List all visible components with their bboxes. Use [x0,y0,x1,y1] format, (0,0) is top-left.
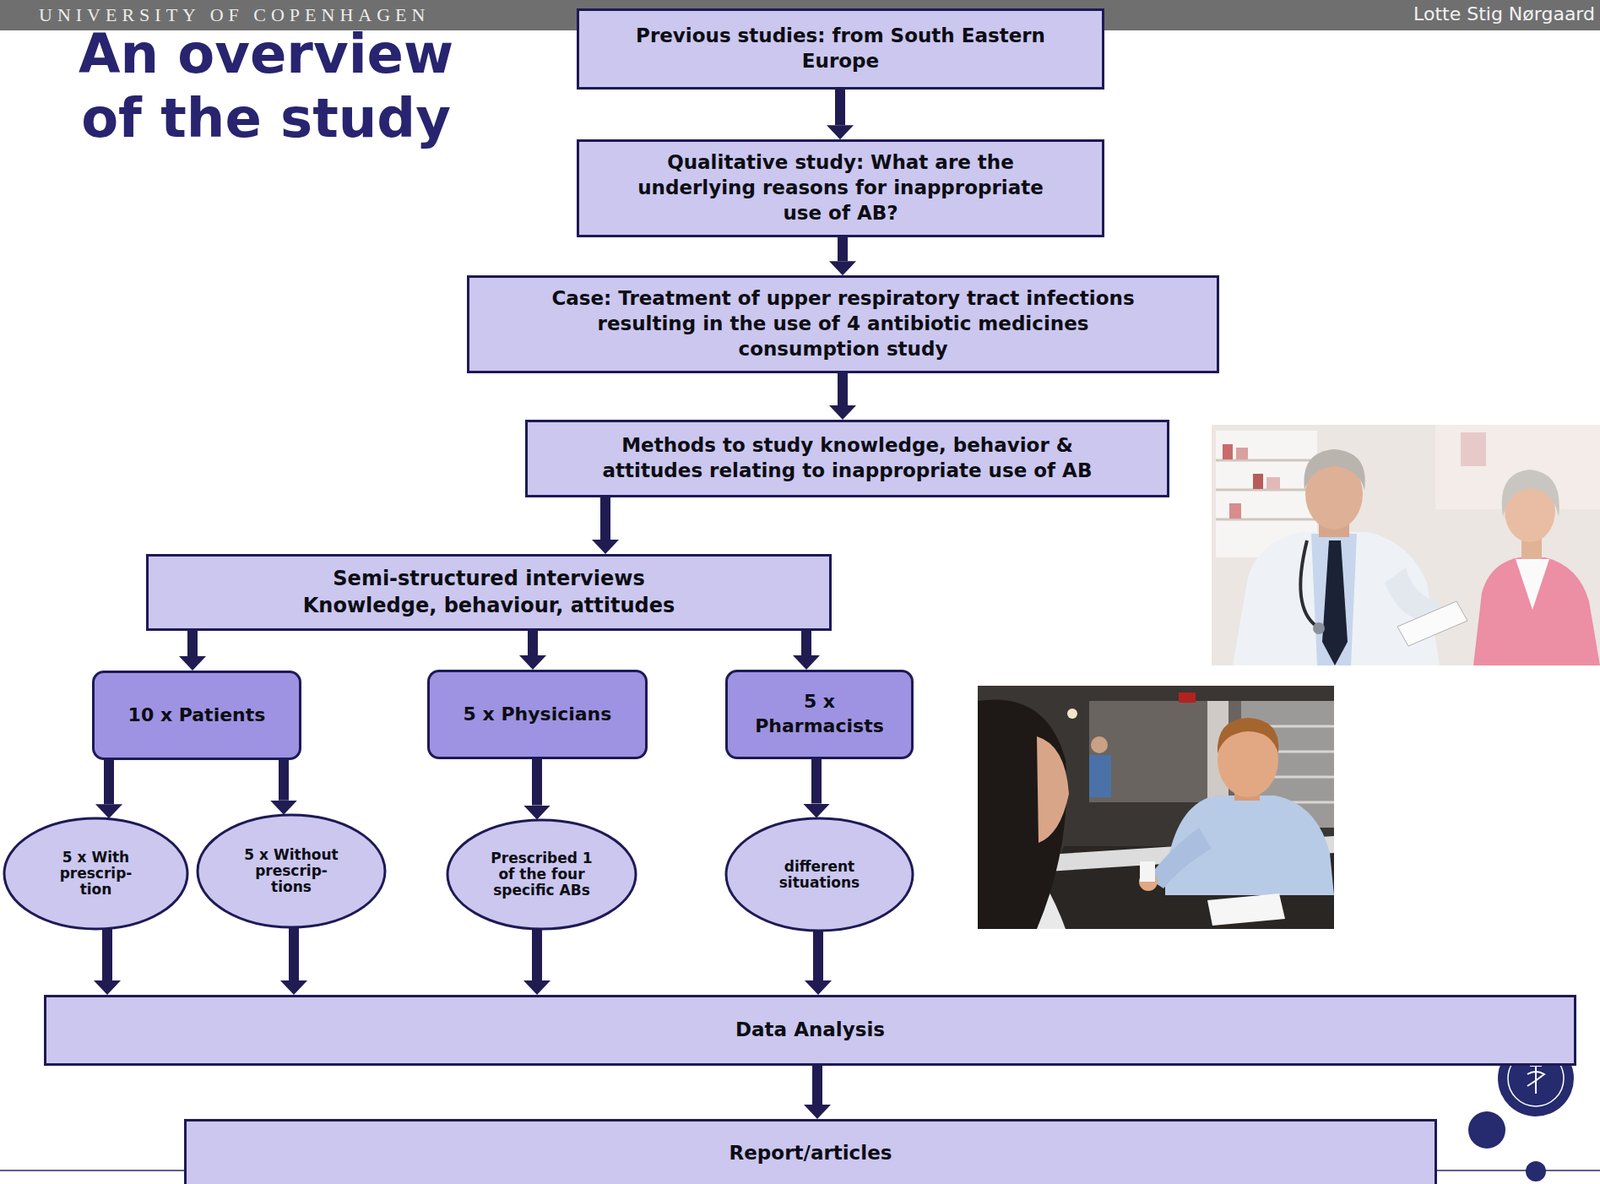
flow-arrow [812,1065,823,1105]
ellipse-outline [4,818,188,929]
doctor-patient-photo [1312,622,1325,635]
flow-arrow [837,373,848,406]
node-text: Knowledge, behaviour, attitudes [303,592,676,619]
group-box: 5 x Physicians [427,669,648,760]
node-text: 5 x Physicians [463,702,613,727]
faculty-seal [1525,1160,1546,1182]
faculty-seal [1527,1062,1545,1094]
node-text: 5 x Pharmacists [748,689,892,738]
pharmacy-photo [1089,754,1112,798]
flow-arrow [600,497,611,540]
flow-arrow [288,927,299,981]
ellipse-outline [726,818,913,931]
doctor-patient-photo [1211,424,1600,666]
flow-arrow [801,630,812,656]
doctor-patient-photo [1502,469,1560,517]
node-text: Previous studies: from South Eastern Eur… [629,23,1053,75]
process-box: Data Analysis [43,994,1577,1066]
doctor-patient-photo [1300,540,1318,627]
process-box: Previous studies: from South Eastern Eur… [576,8,1105,90]
flow-arrow [187,630,198,657]
ellipse-outline [447,819,636,929]
flow-arrow [102,928,113,981]
doctor-patient-photo [1397,601,1468,646]
doctor-patient-photo [1473,557,1600,666]
flow-arrow [531,759,543,806]
ellipse-outline [197,814,386,928]
process-box: Qualitative study: What are the underlyi… [576,139,1105,238]
flow-arrow [103,759,114,804]
flow-arrow [531,928,543,981]
node-text: Qualitative study: What are the underlyi… [629,150,1053,227]
doctor-patient-photo [1211,424,1600,666]
doctor-patient-photo [1229,503,1242,519]
node-text: Prescribed 1 of the four specific ABs [488,850,595,898]
doctor-patient-photo [1222,444,1233,460]
flow-arrow [527,630,538,656]
subgroup-ellipse: 5 x Without prescrip- tions [195,813,387,929]
node-text: 5 x Without prescrip- tions [238,846,345,895]
pharmacy-photo [1090,736,1108,754]
pharmacy-photo [1148,827,1212,889]
faculty-seal [1468,1111,1506,1149]
subgroup-ellipse: different situations [724,816,915,933]
subgroup-ellipse: 5 x With prescrip- tion [2,816,190,931]
node-text: Report/articles [729,1140,893,1167]
process-box: Report/articles [184,1118,1438,1184]
node-text: Data Analysis [735,1017,885,1043]
flow-arrow [837,237,848,261]
subgroup-ellipse: Prescribed 1 of the four specific ABs [445,818,638,931]
node-text: different situations [766,858,873,890]
node-text: Semi-structured interviews [332,565,645,592]
node-text: 10 x Patients [128,703,266,728]
group-box: 5 x Pharmacists [725,669,914,760]
pharmacy-photo [1139,861,1156,882]
process-box: Case: Treatment of upper respiratory tra… [466,275,1220,374]
flow-arrow [811,759,822,804]
pharmacy-photo [1036,736,1069,843]
node-text: Case: Treatment of upper respiratory tra… [535,286,1152,363]
node-text: 5 x With prescrip- tion [43,849,149,897]
flow-arrow [835,89,846,125]
flow-arrow [278,759,289,801]
doctor-patient-photo [1303,449,1365,490]
pharmacy-photo [1217,717,1279,754]
doctor-patient-photo [1460,432,1487,467]
author-name: Lotte Stig Nørgaard [1413,3,1595,25]
doctor-patient-photo [1266,477,1280,489]
process-box: Methods to study knowledge, behavior & a… [525,419,1170,498]
university-name: UNIVERSITY OF COPENHAGEN [38,4,430,27]
doctor-patient-photo [1515,558,1550,610]
group-box: 10 x Patients [92,670,302,760]
pharmacy-photo [1067,708,1078,719]
pharmacy-photo [1207,893,1286,926]
doctor-patient-photo [1322,540,1348,666]
pharmacy-photo [977,685,1335,929]
pharmacy-photo [977,685,1335,929]
slide-title: An overview of the study [67,21,465,151]
doctor-patient-photo [1252,473,1264,489]
node-text: Methods to study knowledge, behavior & a… [594,433,1102,484]
flow-arrow [813,930,824,981]
pharmacy-photo [1178,692,1196,703]
doctor-patient-photo [1311,533,1357,666]
doctor-patient-photo [1236,447,1248,460]
process-box: Semi-structured interviewsKnowledge, beh… [146,553,832,631]
